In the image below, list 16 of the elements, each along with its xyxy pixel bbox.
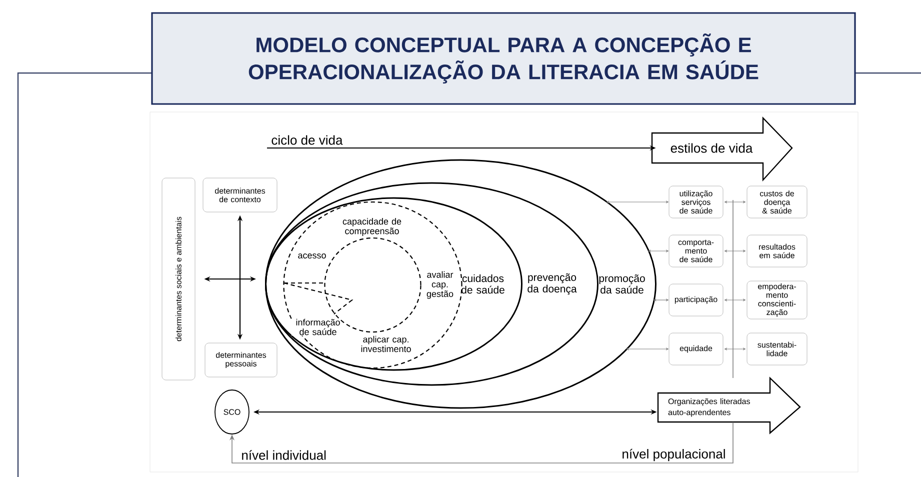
arrow (229, 422, 734, 464)
text-box: participação (668, 284, 724, 316)
text-box: sustentabi-lidade (746, 332, 808, 366)
level-label: nível individual (240, 449, 328, 461)
text-box: custos de doença & saúde (746, 186, 808, 218)
text-box: determinantes de contexto (202, 178, 278, 212)
title-box: MODELO CONCEPTUAL PARA A CONCEPÇÃO E OPERACIONALIZAÇÃO DA LITERACIA EM SAÚDE (151, 12, 856, 105)
text-box: utilização serviços de saúde (668, 186, 724, 218)
text-box: resultados em saúde (746, 234, 808, 268)
edge-label: ciclo de vida (270, 134, 344, 146)
text-box: comporta-mento de saúde (668, 234, 724, 268)
text-box: determinantes sociais e ambientais (162, 178, 196, 380)
text-box: equidade (668, 332, 724, 366)
level-label: nível populacional (620, 448, 727, 462)
text-box: empodera-mento conscienti-zação (746, 280, 808, 320)
text-box: determinantes pessoais (204, 342, 278, 378)
